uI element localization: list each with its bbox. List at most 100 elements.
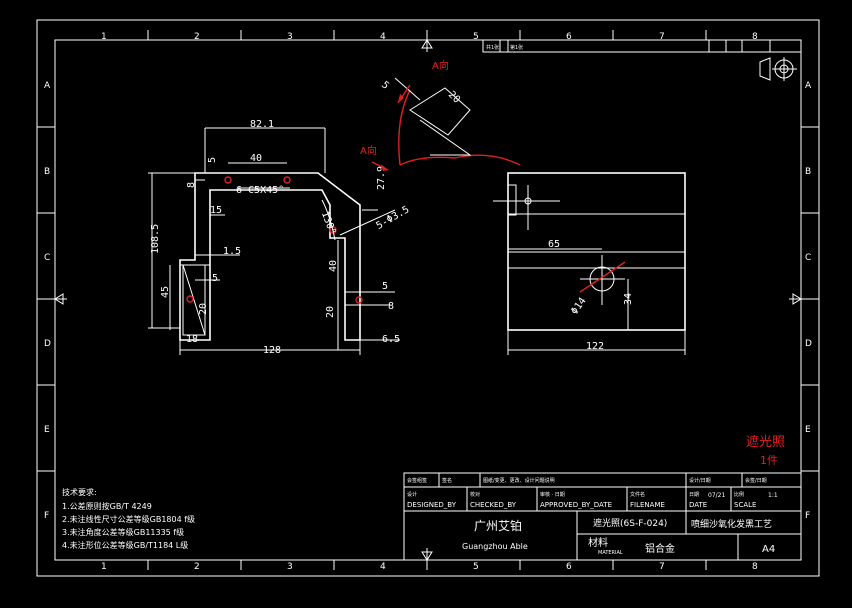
detail-break-line xyxy=(398,89,521,166)
tb-sheet-size: A4 xyxy=(762,544,775,555)
note-line-3: 3.未注角度公差等级GB11335 f级 xyxy=(62,527,184,537)
tb-checked-cn: 校对 xyxy=(470,491,480,498)
side-dim-34: 34 xyxy=(623,293,634,305)
tb-company-en: Guangzhou Able xyxy=(462,542,528,551)
tb-scale-cn: 比例 xyxy=(734,491,744,498)
dim-45: 45 xyxy=(160,286,171,298)
dim-27-9: 27.9 xyxy=(376,166,387,190)
col-num-top-7: 7 xyxy=(659,32,665,42)
col-num-bot-7: 7 xyxy=(659,562,665,572)
dim-82-1: 82.1 xyxy=(250,119,274,130)
side-view: 65 122 34 Φ14 xyxy=(493,172,686,355)
hole-4 xyxy=(355,296,363,304)
stamp-qty: 1件 xyxy=(760,454,778,467)
col-num-top-4: 4 xyxy=(380,32,386,42)
detail-label-a2: A向 xyxy=(360,144,377,157)
top-strip: 共1张 第1张 xyxy=(482,39,802,53)
tb-part-name: 遮光照(6S-F-024) xyxy=(593,517,667,529)
tb-material-cn: 材料 xyxy=(588,536,608,549)
projection-symbol-icon xyxy=(759,57,797,81)
col-num-bot-3: 3 xyxy=(287,562,293,572)
row-letter-r-D: D xyxy=(805,339,812,349)
dim-40-right: 40 xyxy=(328,260,339,272)
detail-dim-5: 5 xyxy=(379,79,391,91)
row-letter-r-F: F xyxy=(805,511,810,521)
tb-material-val: 铝合金 xyxy=(645,542,675,555)
col-num-bot-4: 4 xyxy=(380,562,386,572)
dim-20-left: 20 xyxy=(198,303,209,315)
col-num-bot-6: 6 xyxy=(566,562,572,572)
row-letter-l-D: D xyxy=(44,339,51,349)
side-dim-122: 122 xyxy=(586,341,604,352)
row-markers: A B C D E F A B C D E F xyxy=(37,81,819,521)
row-letter-r-E: E xyxy=(805,425,811,435)
tb-designed-cn: 设计 xyxy=(407,491,417,498)
dim-108-5: 108.5 xyxy=(150,224,161,254)
row-letter-l-B: B xyxy=(44,167,50,177)
dim-5-mid: 5 xyxy=(212,273,218,284)
dim-chamfer: 6-C5X45° xyxy=(236,185,284,196)
front-outline xyxy=(179,172,361,341)
tb-date-en: DATE xyxy=(689,501,707,509)
tb-checked-en: CHECKED_BY xyxy=(470,501,517,509)
note-line-2: 2.未注线性尺寸公差等级GB1804 f级 xyxy=(62,514,195,524)
tb-designed-en: DESIGNED_BY xyxy=(407,501,457,509)
detail-view: 5 20 A向 A向 xyxy=(360,59,521,171)
technical-notes: 技术要求: 1.公差原则按GB/T 4249 2.未注线性尺寸公差等级GB180… xyxy=(62,487,195,550)
tb-hdr-1: 会签组签 xyxy=(407,477,427,484)
hole-2 xyxy=(283,176,291,184)
col-num-top-5: 5 xyxy=(473,32,479,42)
detail-dim-20: 20 xyxy=(446,89,462,105)
dim-6-5: 6.5 xyxy=(382,334,400,345)
title-block: 会签组签 签名 图纸/变更、更改、设计问题说明 设计/日期 会签/日期 设计 D… xyxy=(403,472,802,561)
dim-130: 130° xyxy=(319,210,338,236)
dim-1-5: 1.5 xyxy=(223,246,241,257)
hole-1 xyxy=(224,176,232,184)
tb-date-cn: 日期 xyxy=(689,492,699,498)
tb-process: 喷细沙氧化发黑工艺 xyxy=(691,518,772,530)
row-letter-r-C: C xyxy=(805,253,811,263)
note-line-1: 1.公差原则按GB/T 4249 xyxy=(62,501,152,511)
dim-40-top: 40 xyxy=(250,153,262,164)
row-letter-r-B: B xyxy=(805,167,811,177)
tb-hdr-3: 图纸/变更、更改、设计问题说明 xyxy=(483,477,555,484)
col-num-top-6: 6 xyxy=(566,32,572,42)
row-letter-l-C: C xyxy=(44,253,50,263)
dim-15: 15 xyxy=(210,205,222,216)
row-letter-l-E: E xyxy=(44,425,50,435)
top-strip-cell-1: 共1张 xyxy=(486,44,499,51)
col-num-top-8: 8 xyxy=(752,32,758,42)
row-letter-l-F: F xyxy=(44,511,49,521)
dim-128: 128 xyxy=(263,345,281,356)
tb-company-cn: 广州艾铂 xyxy=(474,518,522,533)
tb-hdr-5: 会签/日期 xyxy=(745,477,767,484)
notes-title: 技术要求: xyxy=(62,487,97,497)
tb-approved-cn: 审核 · 日期 xyxy=(540,491,565,498)
col-num-bot-8: 8 xyxy=(752,562,758,572)
tb-hdr-4: 设计/日期 xyxy=(689,477,711,484)
dim-5-top: 5 xyxy=(207,157,218,163)
dim-20-right: 20 xyxy=(325,306,336,318)
tb-hdr-2: 签名 xyxy=(442,477,452,484)
row-letter-l-A: A xyxy=(44,81,51,91)
col-num-top-1: 1 xyxy=(101,32,107,42)
slot-left xyxy=(182,264,206,336)
tb-date-val: 07/21 xyxy=(708,492,725,499)
stamp-name: 遮光照 xyxy=(746,434,785,450)
side-dim-phi14: Φ14 xyxy=(569,296,588,317)
dim-8-left: 8 xyxy=(186,182,197,188)
dim-8-right: 8 xyxy=(388,301,394,312)
note-line-4: 4.未注形位公差等级GB/T1184 L级 xyxy=(62,540,188,550)
dim-18: 18 xyxy=(186,334,198,345)
col-num-top-2: 2 xyxy=(194,32,200,42)
tb-material-en: MATERIAL xyxy=(598,550,623,556)
row-letter-r-A: A xyxy=(805,81,812,91)
col-num-top-3: 3 xyxy=(287,32,293,42)
col-num-bot-5: 5 xyxy=(473,562,479,572)
tb-filename-en: FILENAME xyxy=(630,501,665,509)
tb-scale-val: 1:1 xyxy=(768,492,778,499)
top-strip-cell-2: 第1张 xyxy=(510,44,523,51)
centering-marks xyxy=(45,30,811,570)
side-dim-65: 65 xyxy=(548,239,560,250)
